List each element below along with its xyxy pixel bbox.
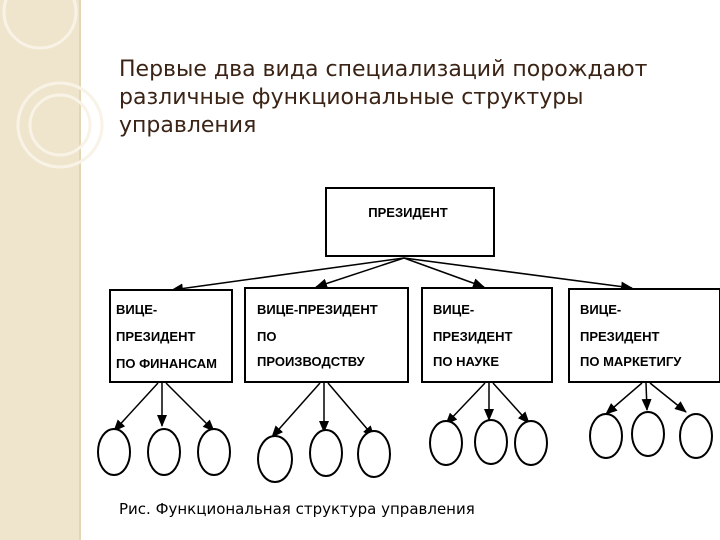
vp-finance-line-1: ВИЦЕ-	[116, 302, 157, 317]
vp-finance-box	[109, 289, 233, 383]
finance-link-1	[113, 382, 159, 432]
marketing-link-2	[641, 382, 652, 411]
vp-science-line-1: ВИЦЕ-	[433, 302, 474, 317]
marketing-sub-3	[679, 413, 713, 459]
science-sub-2	[474, 419, 508, 465]
vp-production-line-2: ПО	[257, 329, 276, 344]
finance-sub-1	[97, 428, 131, 476]
side-band-edge	[79, 0, 81, 540]
finance-sub-2	[147, 428, 181, 476]
link-to-vp-science	[403, 257, 485, 288]
vp-marketing-line-2: ПРЕЗИДЕНТ	[580, 329, 659, 344]
marketing-link-1	[605, 382, 643, 415]
production-link-1	[271, 382, 321, 438]
president-box	[325, 187, 495, 257]
deco-ring-inner	[28, 93, 92, 157]
marketing-sub-2	[631, 411, 665, 457]
science-link-3	[492, 382, 530, 424]
decorative-circles	[2, 0, 104, 169]
vp-production-line-3: ПРОИЗВОДСТВУ	[257, 354, 366, 369]
marketing-link-3	[649, 382, 687, 413]
vp-marketing-line-3: ПО МАРКЕТИГУ	[580, 354, 682, 369]
deco-ring-top	[2, 0, 78, 50]
slide-title: Первые два вида специализаций порождают …	[119, 57, 648, 138]
link-to-vp-marketing	[403, 257, 633, 292]
science-sub-3	[514, 420, 548, 466]
production-sub-3	[357, 430, 391, 478]
science-link-1	[445, 382, 486, 425]
decorative-side-band	[0, 0, 79, 540]
vp-production-line-1: ВИЦЕ-ПРЕЗИДЕНТ	[257, 302, 378, 317]
vp-science-box	[421, 287, 553, 383]
finance-sub-3	[197, 428, 231, 476]
vp-marketing-box	[568, 288, 720, 383]
vp-science-line-2: ПРЕЗИДЕНТ	[433, 329, 512, 344]
subordinate-links	[113, 382, 687, 438]
vp-finance-line-2: ПРЕЗИДЕНТ	[116, 329, 195, 344]
production-link-3	[327, 382, 375, 438]
link-to-vp-production	[315, 257, 405, 289]
president-links	[171, 257, 633, 294]
figure-caption: Рис. Функциональная структура управления	[119, 500, 475, 518]
production-sub-1	[257, 435, 293, 483]
vp-marketing-line-1: ВИЦЕ-	[580, 302, 621, 317]
vp-science-line-3: ПО НАУКЕ	[433, 354, 499, 369]
vp-finance-line-3: ПО ФИНАНСАМ	[116, 356, 217, 371]
science-sub-1	[429, 420, 463, 466]
vp-production-box	[244, 287, 409, 383]
subordinate-units	[97, 411, 713, 483]
deco-ring-middle	[16, 81, 104, 169]
production-sub-2	[309, 429, 343, 477]
finance-link-3	[165, 382, 215, 432]
marketing-sub-1	[589, 413, 623, 459]
president-label: ПРЕЗИДЕНТ	[368, 205, 447, 220]
link-to-vp-finance	[171, 257, 405, 294]
